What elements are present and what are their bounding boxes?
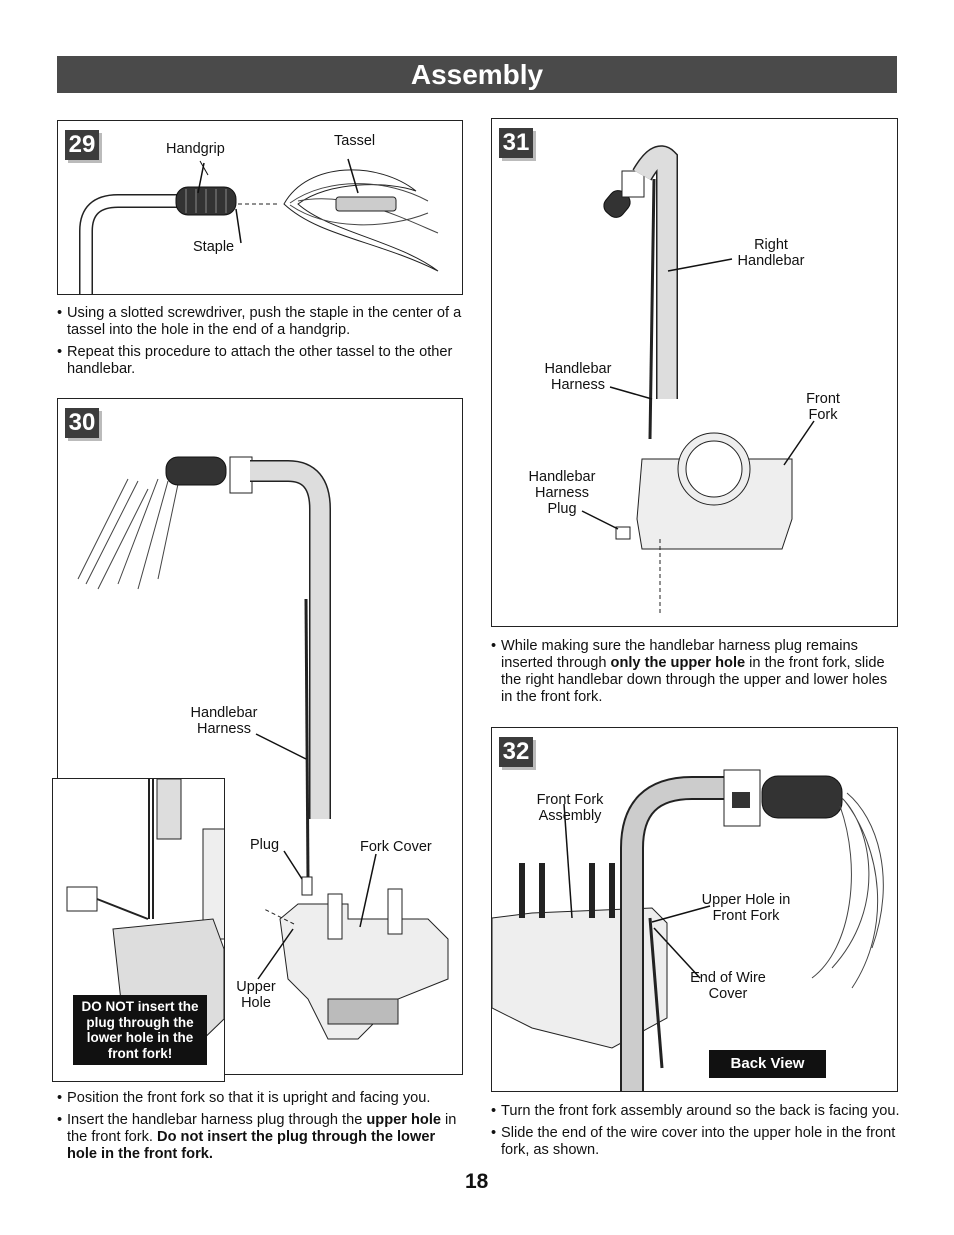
step-31-illustration — [581, 145, 815, 614]
label-staple: Staple — [193, 239, 235, 255]
list-item: Insert the handlebar harness plug throug… — [57, 1112, 467, 1163]
step-31-panel: 31 Right Handlebar Handlebar Harness Fro… — [491, 118, 898, 627]
label-upper-hole: Upper Hole in Front Fork — [701, 892, 791, 924]
label-handlebar-harness: Handlebar Harness — [190, 705, 258, 737]
step-32-instructions: Turn the front fork assembly around so t… — [491, 1103, 901, 1164]
back-view-label: Back View — [709, 1050, 826, 1078]
step-29-illustration — [79, 158, 439, 294]
step-number: 29 — [65, 130, 99, 160]
step-number: 32 — [499, 737, 533, 767]
page-title: Assembly — [57, 56, 897, 93]
label-right-handlebar: Right Handlebar — [737, 237, 805, 269]
label-upper-hole: Upper Hole — [236, 979, 276, 1011]
label-end-wire-cover: End of Wire Cover — [690, 970, 766, 1002]
list-item: Turn the front fork assembly around so t… — [491, 1103, 901, 1120]
step-30-illustration — [77, 456, 449, 1040]
warning-callout: DO NOT insert the plug through the lower… — [73, 995, 207, 1065]
step-32-illustration — [492, 769, 884, 1091]
step-number: 30 — [65, 408, 99, 438]
step-30-warning-inset: DO NOT insert the plug through the lower… — [52, 778, 225, 1082]
step-30-instructions: Position the front fork so that it is up… — [57, 1090, 467, 1168]
label-harness-plug: Handlebar Harness Plug — [528, 469, 596, 517]
list-item: Repeat this procedure to attach the othe… — [57, 344, 467, 378]
label-tassel: Tassel — [334, 133, 376, 149]
list-item: Slide the end of the wire cover into the… — [491, 1125, 901, 1159]
label-front-fork: Front Fork — [806, 391, 840, 423]
page-number: 18 — [465, 1170, 489, 1193]
list-item: While making sure the handlebar harness … — [491, 638, 901, 706]
list-item: Position the front fork so that it is up… — [57, 1090, 467, 1107]
list-item: Using a slotted screwdriver, push the st… — [57, 305, 467, 339]
step-32-panel: 32 Front Fork Assembly Upper Hole in Fro… — [491, 727, 898, 1092]
step-31-instructions: While making sure the handlebar harness … — [491, 638, 901, 711]
label-fork-cover: Fork Cover — [360, 839, 432, 855]
step-29-panel: 29 Handgrip Tassel Staple — [57, 120, 463, 295]
step-29-instructions: Using a slotted screwdriver, push the st… — [57, 305, 467, 383]
label-front-fork-assembly: Front Fork Assembly — [536, 792, 604, 824]
label-plug: Plug — [250, 837, 280, 853]
step-number: 31 — [499, 128, 533, 158]
label-handlebar-harness: Handlebar Harness — [544, 361, 612, 393]
label-handgrip: Handgrip — [166, 141, 225, 157]
